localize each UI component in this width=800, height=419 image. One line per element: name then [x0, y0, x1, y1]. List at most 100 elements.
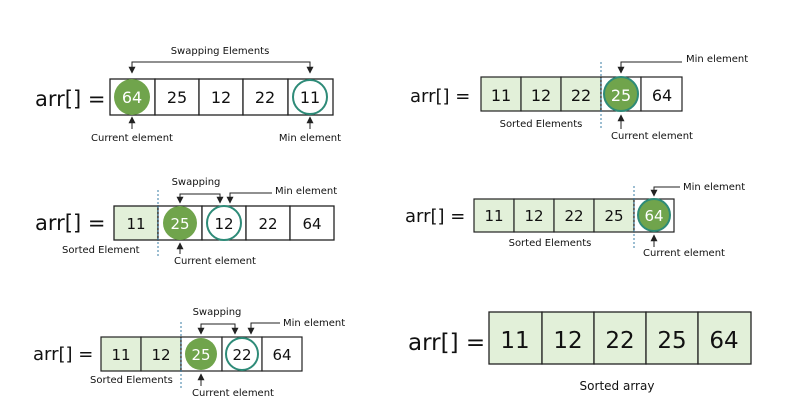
panel-5: arr[] = 11 12 25 22 64 Swapping Min elem… — [33, 307, 345, 399]
cell-value: 22 — [605, 328, 634, 354]
panel-4: arr[] = 11 12 22 25 64 Min element Sorte… — [405, 182, 745, 259]
current-element-marker — [114, 79, 150, 115]
current-element-marker — [163, 206, 197, 240]
min-element-label: Min element — [275, 186, 337, 197]
cell-value: 12 — [214, 215, 233, 233]
current-element-label: Current element — [611, 131, 693, 142]
cell-value: 11 — [484, 207, 503, 225]
array-cell — [198, 78, 244, 116]
array-cell — [154, 78, 200, 116]
current-element-label: Current element — [91, 133, 173, 144]
min-element-marker — [225, 337, 259, 371]
cell-value: 11 — [300, 88, 320, 107]
arr-label: arr[] = — [410, 86, 470, 107]
sorted-elements-label: Sorted Elements — [509, 238, 592, 249]
cell-value: 64 — [302, 215, 321, 233]
array-cell — [261, 336, 303, 372]
swapping-label: Swapping Elements — [171, 46, 270, 57]
cell-value: 22 — [571, 86, 591, 105]
cell-value: 12 — [531, 86, 551, 105]
panel-3: arr[] = 11 25 12 22 64 Swapping Min elem… — [35, 177, 337, 267]
min-element-label: Min element — [279, 133, 341, 144]
array-cell — [697, 311, 752, 365]
array-cell — [473, 198, 515, 233]
sorted-element-label: Sorted Element — [62, 245, 140, 256]
cell-value: 25 — [191, 346, 210, 364]
cell-value: 12 — [524, 207, 543, 225]
cell-value: 12 — [151, 346, 170, 364]
min-element-label: Min element — [283, 318, 345, 329]
min-element-arrow — [247, 322, 280, 335]
swapping-label: Swapping — [172, 177, 221, 188]
current-element-marker — [185, 338, 217, 370]
array-cell — [289, 205, 335, 241]
min-element-arrow — [650, 186, 680, 197]
sorted-elements-label: Sorted Elements — [500, 119, 583, 130]
array-cell — [488, 311, 543, 365]
panel-1: arr[] = 64 25 12 22 11 Swapping Elements… — [35, 46, 341, 144]
cell-value: 64 — [122, 88, 142, 107]
panel-2: arr[] = 11 12 22 25 64 Min element Sorte… — [410, 54, 748, 142]
array-cell — [645, 311, 699, 365]
cell-value: 12 — [553, 328, 582, 354]
array: 64 25 12 22 11 — [109, 78, 334, 116]
array-cell — [513, 198, 555, 233]
sorted-elements-label: Sorted Elements — [90, 375, 173, 386]
cell-value: 11 — [111, 346, 130, 364]
array-cell — [100, 336, 142, 372]
array-cell — [520, 76, 562, 112]
cell-value: 25 — [611, 86, 631, 105]
min-element-label: Min element — [683, 182, 745, 193]
sorted-array-caption: Sorted array — [580, 379, 655, 393]
arr-label: arr[] = — [35, 87, 105, 111]
cell-value: 22 — [564, 207, 583, 225]
arr-label: arr[] = — [35, 211, 105, 235]
cell-value: 25 — [170, 215, 189, 233]
swap-bracket-arrow — [197, 323, 239, 335]
array-cell — [553, 198, 595, 233]
array-cell — [287, 78, 334, 116]
cell-value: 64 — [644, 207, 663, 225]
array: 11 12 22 25 64 — [473, 198, 675, 233]
panel-6: arr[] = 11 12 22 25 64 Sorted array — [408, 311, 752, 393]
cell-value: 25 — [657, 328, 686, 354]
cell-value: 25 — [167, 88, 187, 107]
swap-bracket-arrow — [176, 193, 224, 204]
cell-value: 12 — [211, 88, 231, 107]
cell-value: 25 — [604, 207, 623, 225]
array: 11 12 22 25 64 — [480, 76, 683, 112]
cell-value: 22 — [258, 215, 277, 233]
cell-value: 22 — [232, 346, 251, 364]
cell-value: 11 — [491, 86, 511, 105]
array-cell — [541, 311, 595, 365]
current-min-element-marker — [603, 76, 639, 112]
min-element-arrow — [226, 192, 272, 204]
cell-value: 64 — [272, 346, 291, 364]
current-element-label: Current element — [174, 256, 256, 267]
array: 11 12 25 22 64 — [100, 336, 303, 372]
array-cell — [593, 198, 635, 233]
current-min-element-marker — [637, 198, 671, 232]
array-cell — [113, 205, 159, 241]
min-element-marker — [206, 205, 242, 241]
swap-bracket-arrow — [128, 61, 314, 74]
cell-value: 11 — [500, 328, 529, 354]
swapping-label: Swapping — [193, 307, 242, 318]
array-cell — [245, 205, 291, 241]
cell-value: 11 — [126, 215, 145, 233]
arr-label: arr[] = — [405, 206, 465, 227]
min-element-marker — [292, 79, 328, 115]
min-element-label: Min element — [686, 54, 748, 65]
cell-value: 64 — [709, 328, 738, 354]
current-element-label: Current element — [643, 248, 725, 259]
array-cell — [593, 311, 647, 365]
cell-value: 22 — [255, 88, 275, 107]
arr-label: arr[] = — [33, 344, 93, 365]
cell-value: 64 — [652, 86, 672, 105]
array-cell — [201, 205, 247, 241]
array: 11 12 22 25 64 — [488, 311, 752, 365]
arr-label: arr[] = — [408, 330, 485, 356]
min-element-arrow — [617, 61, 682, 74]
array: 11 25 12 22 64 — [113, 205, 335, 241]
